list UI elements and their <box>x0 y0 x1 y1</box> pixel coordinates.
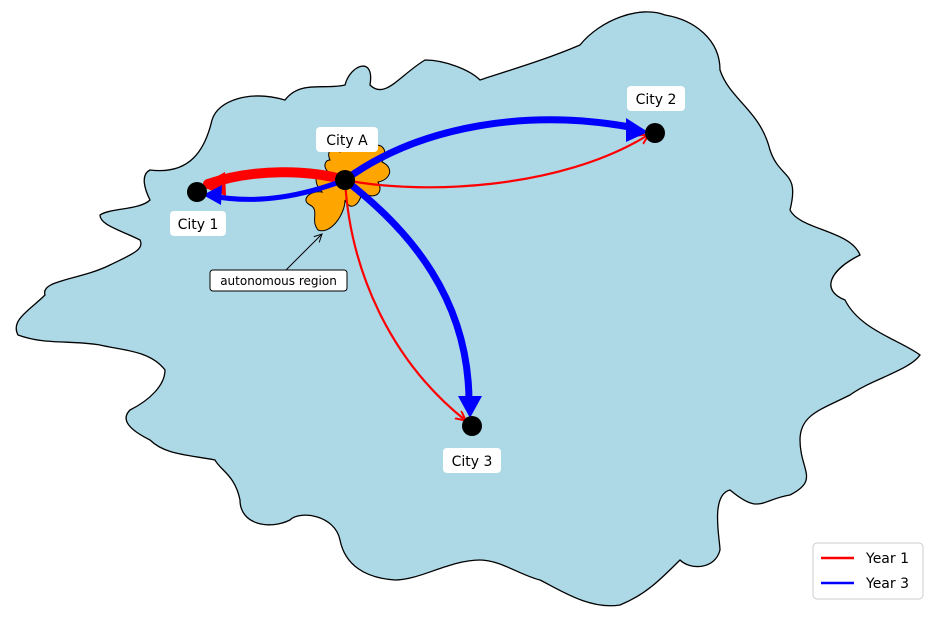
annotation-arrow <box>285 234 322 271</box>
flow-year3-city-a-to-city-1 <box>209 177 348 202</box>
cities <box>187 123 665 436</box>
year-3-flows <box>203 116 648 418</box>
city-a-label: City A <box>326 133 368 149</box>
legend-label-year-3: Year 3 <box>865 576 909 592</box>
city-2-marker <box>645 123 665 143</box>
annotation-box <box>209 269 348 292</box>
legend: Year 1 Year 3 <box>812 542 924 600</box>
city-3-label: City 3 <box>452 454 493 470</box>
city-1-label: City 1 <box>178 217 219 233</box>
flow-year3-city-1-arrowhead <box>203 185 222 205</box>
flow-year1-city-a-to-city-2 <box>344 135 648 189</box>
flow-year3-city-3-arrowhead <box>458 396 482 418</box>
city-2-label: City 2 <box>636 92 677 108</box>
city-a-marker <box>335 170 355 190</box>
flow-year3-city-a-to-city-2 <box>341 116 639 184</box>
city-1-marker <box>187 182 207 202</box>
region-annotation: autonomous region <box>209 234 348 292</box>
flow-year3-city-a-to-city-3 <box>341 176 473 409</box>
landmass <box>15 11 921 607</box>
flow-year1-city-a-to-city-3 <box>343 179 465 420</box>
legend-label-year-1: Year 1 <box>865 551 909 567</box>
flow-year3-city-2-arrowhead <box>626 118 648 142</box>
city-3-marker <box>462 416 482 436</box>
city-labels: City A City 1 City 2 City 3 <box>170 86 685 473</box>
annotation-label: autonomous region <box>220 274 337 288</box>
